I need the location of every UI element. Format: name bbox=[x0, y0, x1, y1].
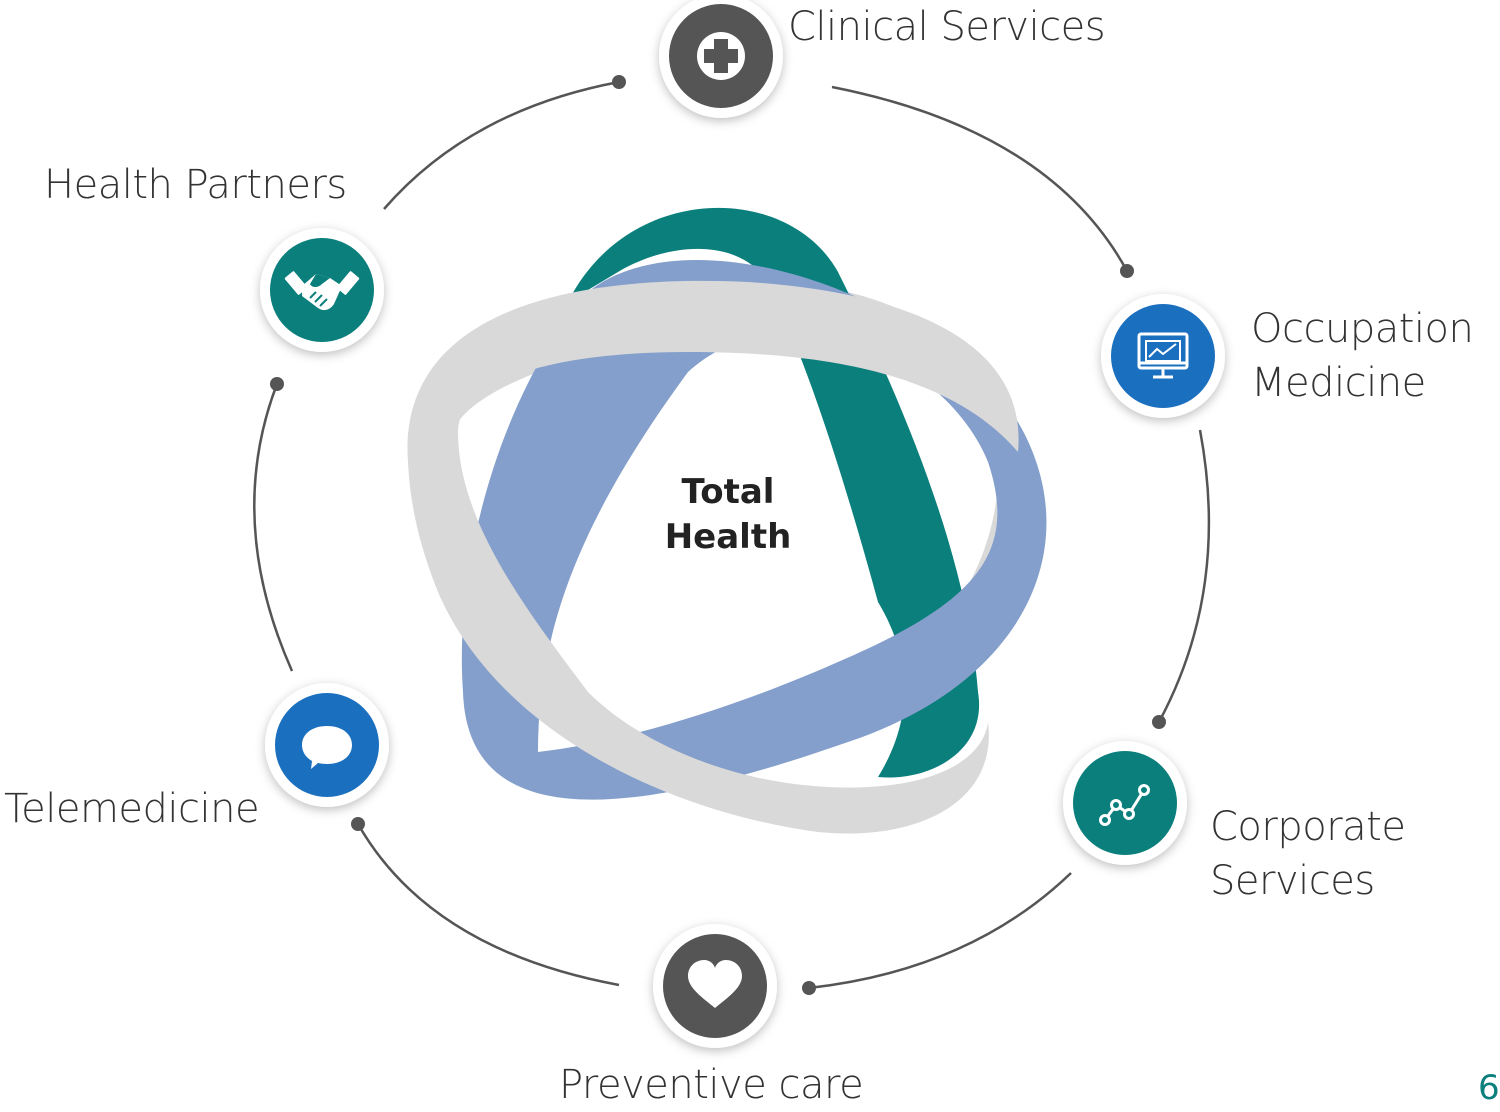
node-occupation[interactable] bbox=[1101, 294, 1225, 418]
ribbon-gray-front bbox=[407, 280, 1019, 834]
connector-arc-partners-clinical bbox=[383, 80, 620, 210]
label-line: Clinical Services bbox=[788, 4, 1106, 50]
connector-dot bbox=[1120, 264, 1134, 278]
connector-arc-telemedicine-partners bbox=[253, 383, 294, 672]
node-preventive[interactable] bbox=[653, 924, 777, 1048]
center-title-line2: Health bbox=[664, 517, 792, 557]
center-title-line1: Total bbox=[681, 472, 775, 512]
connector-dot bbox=[802, 981, 816, 995]
handshake-icon bbox=[284, 271, 360, 311]
ribbon-teal bbox=[568, 207, 980, 778]
medical-cross-icon bbox=[697, 32, 745, 80]
label-line: Medicine bbox=[1251, 360, 1426, 406]
node-circle bbox=[1111, 304, 1215, 408]
node-corporate[interactable] bbox=[1063, 741, 1187, 865]
connector-dot bbox=[1152, 715, 1166, 729]
label-occupation-medicine: Occupation Medicine bbox=[1251, 302, 1474, 410]
connector-arcs bbox=[253, 80, 1211, 990]
node-clinical[interactable] bbox=[659, 0, 783, 118]
connector-dot bbox=[612, 75, 626, 89]
label-clinical-services: Clinical Services bbox=[788, 0, 1106, 54]
ribbon-blue-front bbox=[688, 552, 1018, 739]
label-line: Occupation bbox=[1251, 306, 1474, 352]
heart-icon bbox=[688, 960, 742, 1008]
connector-arc-occupation-corporate bbox=[1157, 429, 1211, 723]
label-line: Corporate bbox=[1210, 804, 1406, 850]
label-corporate-services: Corporate Services bbox=[1210, 800, 1406, 908]
label-telemedicine: Telemedicine bbox=[4, 782, 260, 836]
connector-arc-preventive-telemedicine bbox=[356, 823, 620, 987]
label-preventive-care: Preventive care bbox=[559, 1058, 864, 1112]
label-line: Preventive care bbox=[559, 1062, 864, 1108]
connector-dots bbox=[270, 75, 1166, 995]
node-circle bbox=[1073, 751, 1177, 855]
line-chart-icon bbox=[1099, 784, 1150, 826]
connector-dot bbox=[270, 377, 284, 391]
page-number: 6 bbox=[1478, 1068, 1500, 1108]
monitor-chart-icon bbox=[1137, 332, 1189, 379]
label-line: Services bbox=[1210, 858, 1375, 904]
connector-arc-clinical-occupation bbox=[831, 85, 1129, 272]
node-telemedicine[interactable] bbox=[265, 683, 389, 807]
connector-arc-corporate-preventive bbox=[808, 872, 1072, 990]
node-partners[interactable] bbox=[260, 228, 384, 352]
ribbon-knot bbox=[407, 207, 1047, 834]
label-health-partners: Health Partners bbox=[44, 158, 347, 212]
speech-bubble-icon bbox=[302, 726, 352, 769]
center-title: Total Health bbox=[628, 470, 828, 560]
connector-dot bbox=[351, 817, 365, 831]
label-line: Telemedicine bbox=[4, 786, 260, 832]
label-line: Health Partners bbox=[44, 162, 347, 208]
